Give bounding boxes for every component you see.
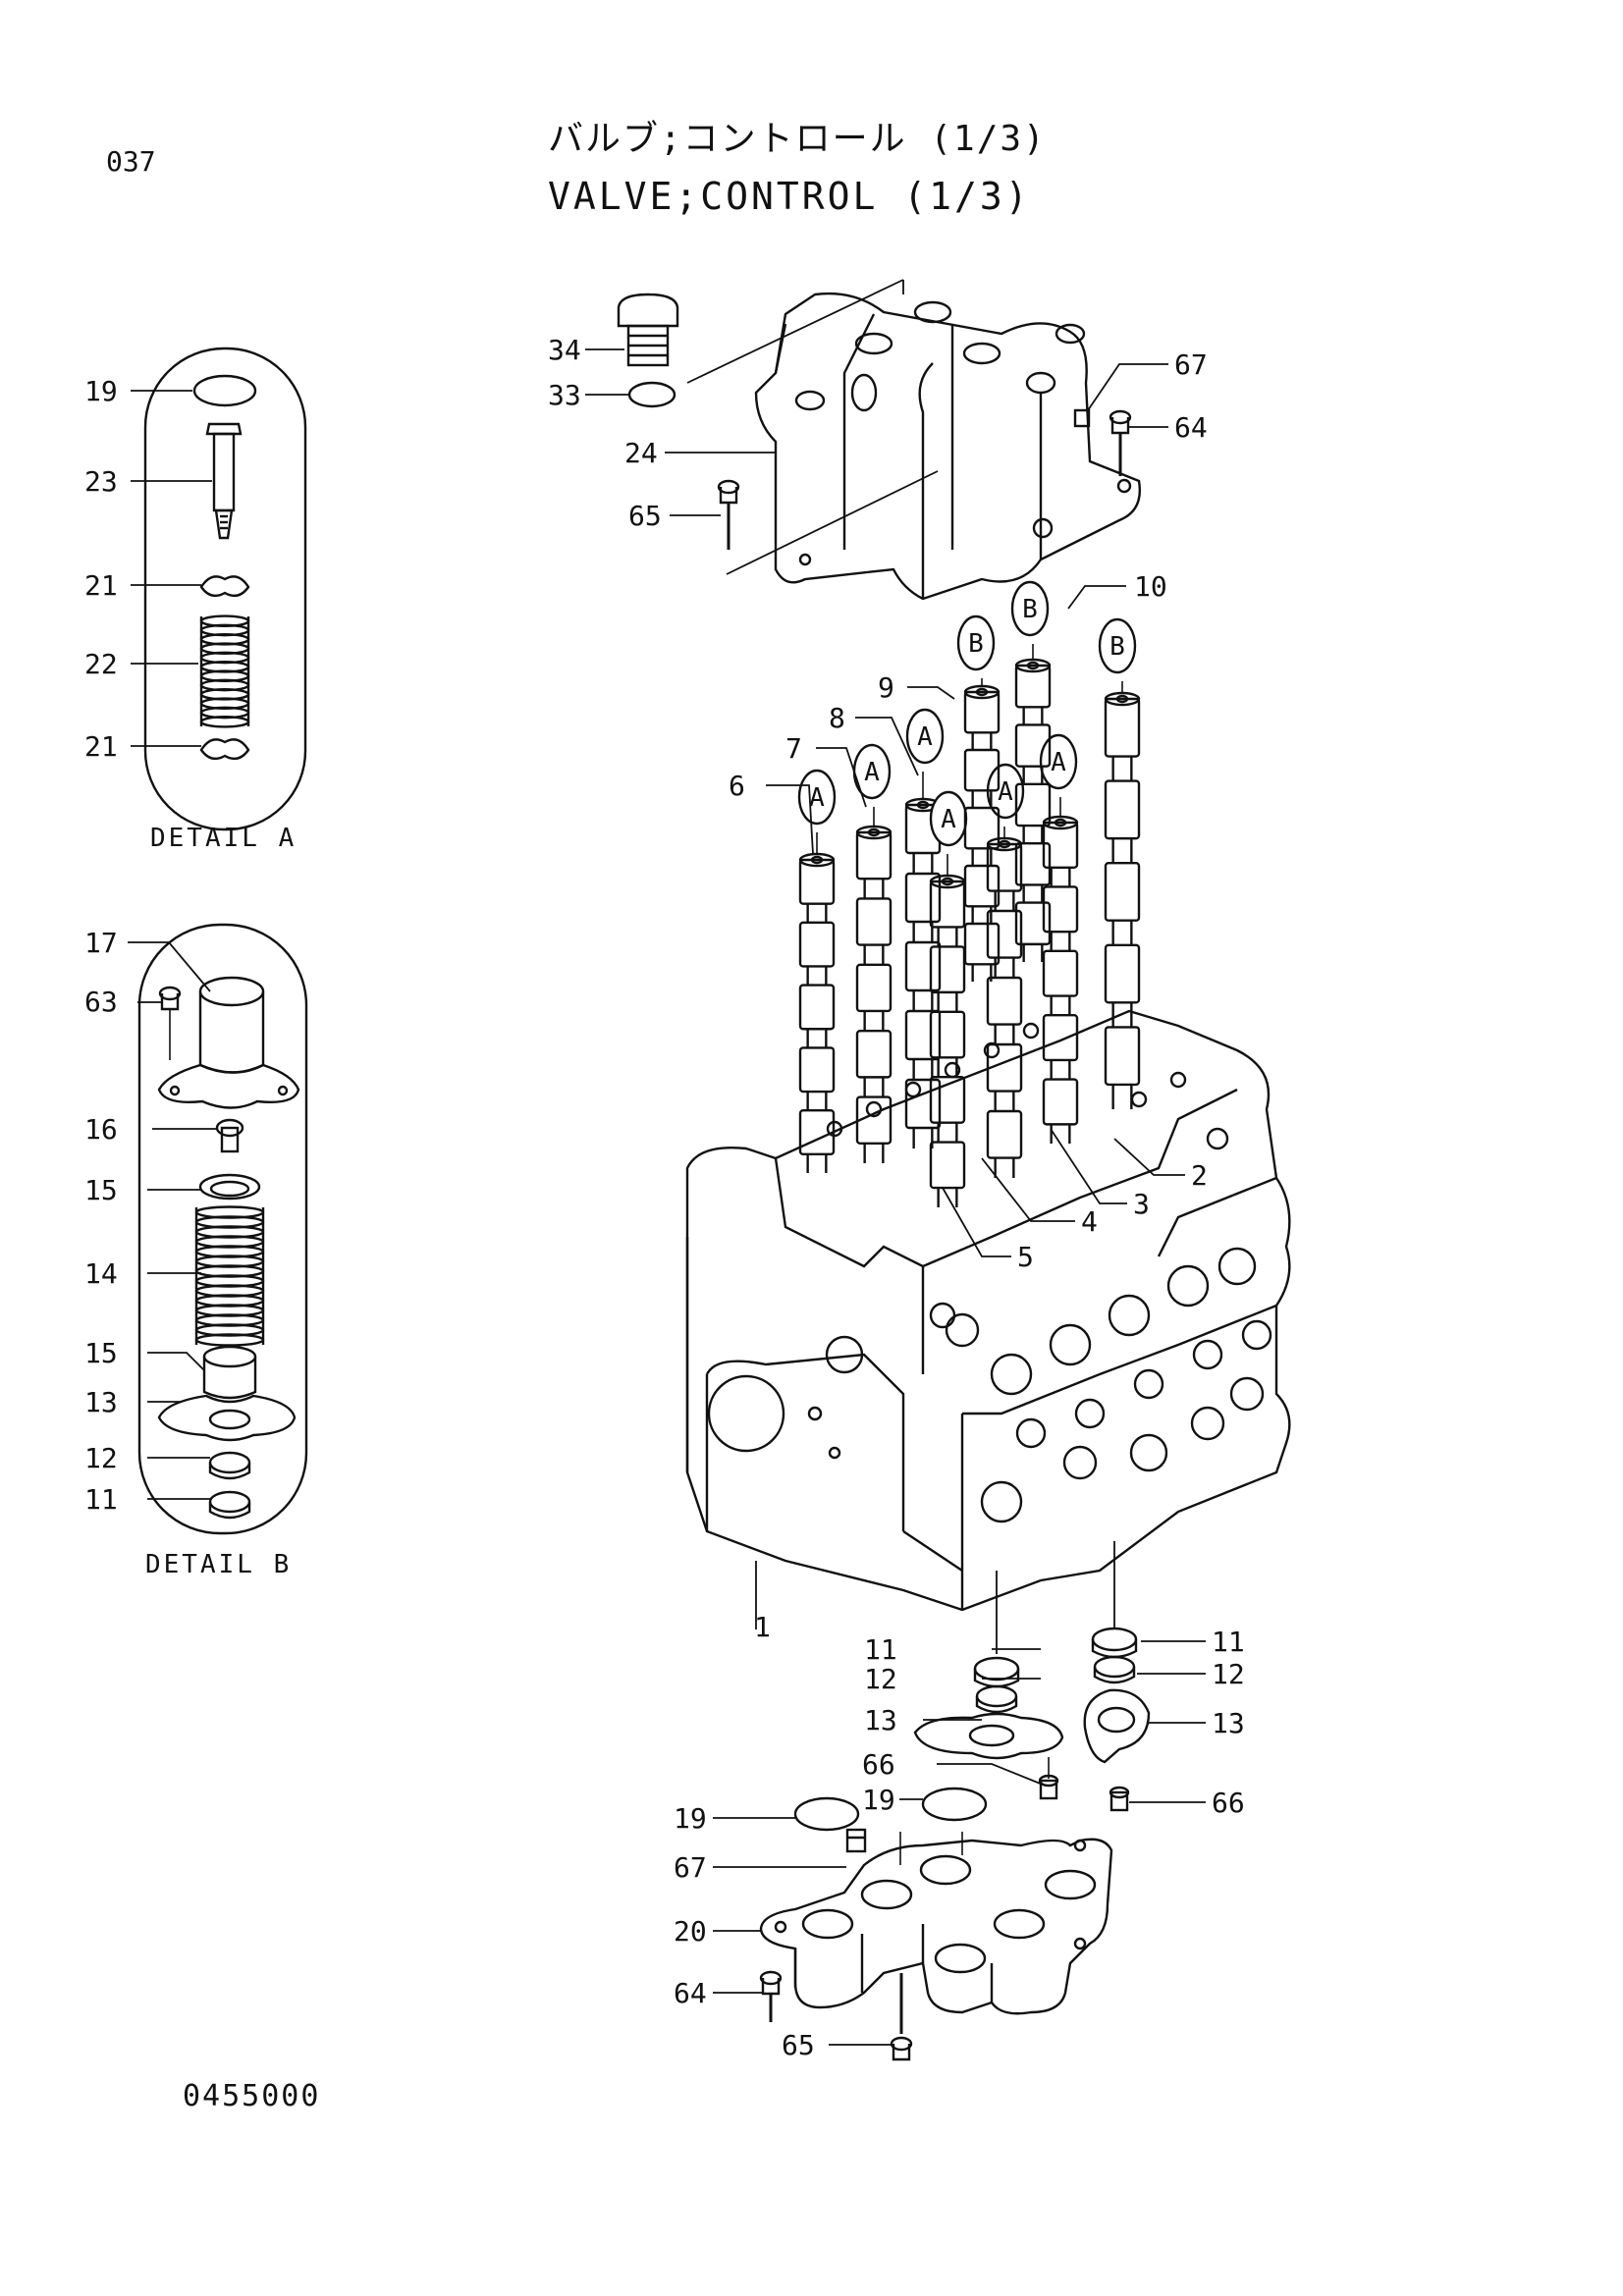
main-callout-12: 2 — [1191, 1159, 1208, 1192]
detail-b-callout-4: 15 — [84, 1174, 118, 1206]
main-callout-4: 65 — [628, 500, 662, 532]
main-callout-27: 67 — [674, 1851, 707, 1884]
spools-group: A A A A A A B B B — [797, 580, 1141, 1207]
marker-letter-6: A — [1051, 748, 1066, 777]
callout-leaders — [128, 348, 1206, 2046]
main-callout-20: 66 — [862, 1748, 895, 1781]
main-callout-7: 10 — [1134, 570, 1167, 603]
main-callout-22: 12 — [1212, 1658, 1245, 1690]
main-callout-6: 64 — [1174, 411, 1208, 444]
marker-letter-3: A — [917, 722, 933, 752]
marker-letter-9: B — [1109, 632, 1125, 662]
main-callout-9: 8 — [829, 702, 845, 734]
spool-8: B — [1010, 580, 1052, 962]
spool-6: A — [1039, 733, 1079, 1144]
marker-letter-1: A — [809, 783, 825, 813]
detail-b-callout-8: 12 — [84, 1442, 118, 1474]
marker-bubble-1 — [797, 769, 837, 826]
main-callout-5: 67 — [1174, 348, 1208, 381]
spool-9: B — [1098, 617, 1141, 1109]
main-callout-19: 13 — [864, 1704, 897, 1736]
main-callout-14: 4 — [1081, 1205, 1098, 1238]
detail-a-callout-4: 22 — [84, 648, 118, 680]
page-number: 037 — [106, 145, 156, 178]
main-callout-8: 9 — [878, 671, 894, 704]
main-callout-17: 11 — [864, 1633, 897, 1666]
main-callout-29: 64 — [674, 1977, 707, 2009]
detail-a-callout-3: 21 — [84, 569, 118, 602]
title-english: VALVE;CONTROL (1/3) — [548, 175, 1031, 218]
detail-a-callout-5: 21 — [84, 730, 118, 763]
marker-letter-8: B — [1022, 595, 1038, 624]
callout-labels: 1923212221176316151415131211343324656764… — [84, 334, 1245, 2061]
main-callout-18: 12 — [864, 1663, 897, 1695]
spool-7: B — [956, 614, 1001, 982]
detail-b-group — [137, 923, 308, 1535]
title-japanese: バルブ;コントロール (1/3) — [548, 119, 1047, 159]
marker-letter-5: A — [998, 777, 1013, 807]
lower-parts-group — [759, 1541, 1151, 2061]
spool-4: A — [929, 790, 968, 1207]
detail-b-callout-2: 63 — [84, 986, 118, 1018]
main-callout-24: 66 — [1212, 1787, 1245, 1819]
main-callout-10: 7 — [785, 732, 802, 765]
detail-b-callout-5: 14 — [84, 1257, 118, 1290]
marker-letter-2: A — [864, 758, 880, 787]
detail-a-group — [143, 347, 307, 831]
marker-bubble-8 — [1010, 580, 1050, 637]
detail-a-frame — [143, 347, 307, 831]
main-callout-21: 11 — [1212, 1626, 1245, 1658]
main-callout-13: 3 — [1133, 1188, 1150, 1220]
spool-2: A — [852, 743, 893, 1163]
drawing-number: 0455000 — [183, 2079, 321, 2113]
detail-b-callout-7: 13 — [84, 1386, 118, 1418]
marker-bubble-9 — [1098, 617, 1137, 674]
spool-1: A — [797, 769, 837, 1173]
marker-letter-4: A — [941, 805, 956, 834]
detail-a-callout-1: 19 — [84, 375, 118, 407]
detail-b-callout-9: 11 — [84, 1483, 118, 1516]
main-callout-26: 19 — [862, 1784, 895, 1816]
detail-b-callout-6: 15 — [84, 1337, 118, 1369]
detail-a-title: DETAIL A — [150, 824, 297, 853]
main-callout-23: 13 — [1212, 1707, 1245, 1739]
main-callout-11: 6 — [729, 770, 745, 802]
top-cover-group — [617, 279, 1141, 601]
marker-bubble-3 — [905, 708, 945, 765]
detail-a-callout-2: 23 — [84, 465, 118, 498]
main-callout-2: 33 — [548, 379, 581, 411]
valve-body-group — [685, 1009, 1291, 1629]
detail-b-title: DETAIL B — [145, 1550, 292, 1579]
main-callout-25: 19 — [674, 1802, 707, 1835]
spool-5: A — [986, 763, 1025, 1178]
marker-bubble-7 — [956, 614, 996, 671]
main-callout-15: 5 — [1017, 1241, 1034, 1273]
detail-b-callout-3: 16 — [84, 1113, 118, 1146]
main-callout-16: 1 — [754, 1611, 771, 1643]
main-callout-1: 34 — [548, 334, 581, 366]
detail-b-frame — [137, 923, 308, 1535]
main-callout-3: 24 — [624, 437, 658, 469]
marker-letter-7: B — [968, 629, 984, 659]
detail-b-callout-1: 17 — [84, 927, 118, 959]
main-callout-28: 20 — [674, 1915, 707, 1948]
main-callout-30: 65 — [782, 2029, 815, 2061]
